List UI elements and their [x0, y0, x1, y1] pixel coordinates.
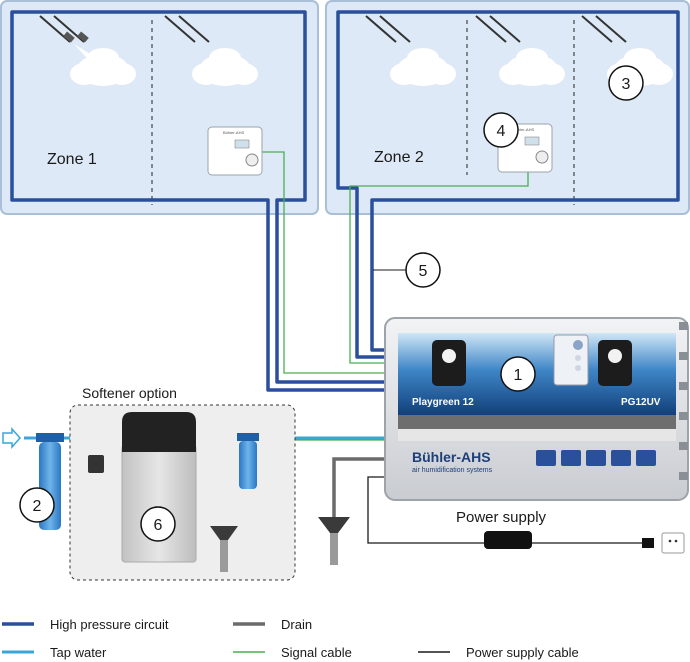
softener-option: Softener option	[69, 385, 296, 581]
nozzle-icon	[475, 15, 521, 43]
svg-text:Tap water: Tap water	[50, 645, 107, 660]
unit-model-left: Playgreen 12	[412, 397, 474, 408]
legend-item-drain: Drain	[233, 617, 312, 632]
inlet-arrow-icon	[2, 427, 22, 449]
zone-1-room: Zone 1	[0, 0, 319, 215]
zone-1-label: Zone 1	[47, 151, 97, 168]
svg-text:6: 6	[154, 517, 163, 534]
nozzle-icon	[39, 15, 89, 43]
side-connectors	[679, 322, 688, 480]
svg-text:3: 3	[622, 76, 631, 93]
svg-text:High pressure circuit: High pressure circuit	[50, 617, 169, 632]
nozzle-icon	[164, 15, 210, 43]
legend-item-tap-water: Tap water	[2, 645, 107, 660]
pump-icon	[432, 340, 632, 386]
drain-funnel-icon	[210, 526, 238, 572]
callout-3: 3	[608, 65, 644, 101]
mist-cloud-icon	[192, 48, 258, 86]
water-softener-icon	[121, 412, 197, 563]
mist-cloud-icon	[499, 48, 565, 86]
svg-text:2: 2	[33, 498, 42, 515]
unit-brand: Bühler-AHS	[412, 449, 491, 465]
svg-text:1: 1	[514, 367, 523, 384]
power-supply-brick: Power supply	[456, 509, 547, 549]
humidifier-unit: Playgreen 12 PG12UV Bühler-AHS air humid…	[384, 317, 689, 501]
callout-5: 5	[405, 252, 441, 288]
humidistat-brand: Bühler-AHS	[223, 130, 244, 135]
svg-text:Power supply cable: Power supply cable	[466, 645, 579, 660]
unit-model-right: PG12UV	[621, 397, 661, 408]
legend-item-signal-cable: Signal cable	[233, 645, 352, 660]
nozzle-icon	[365, 15, 411, 43]
zone-2-room: Zone 2	[325, 0, 690, 215]
svg-text:5: 5	[419, 263, 428, 280]
callout-4: 4	[483, 112, 519, 148]
humidistat-brand: Bühler-AHS	[513, 127, 534, 132]
mist-cloud-icon	[390, 48, 456, 86]
svg-text:Drain: Drain	[281, 617, 312, 632]
svg-text:4: 4	[497, 123, 506, 140]
nozzle-icon	[581, 15, 627, 43]
legend-item-high-pressure: High pressure circuit	[2, 617, 169, 632]
legend-item-power-cable: Power supply cable	[418, 645, 579, 660]
drain-funnel-icon	[318, 517, 350, 565]
control-panel-icon	[553, 334, 589, 386]
zone-2-label: Zone 2	[374, 149, 424, 166]
high-pressure-circuit	[10, 10, 680, 392]
function-icons	[536, 450, 656, 466]
unit-brand-sub: air humidification systems	[412, 467, 493, 474]
water-filter-icon	[237, 433, 259, 489]
legend: High pressure circuit Tap water Drain Si…	[2, 617, 579, 660]
svg-text:Signal cable: Signal cable	[281, 645, 352, 660]
wall-plug-icon	[642, 532, 685, 554]
softener-label: Softener option	[82, 385, 177, 401]
callout-2: 2	[19, 487, 55, 523]
mist-cloud-icon	[70, 44, 136, 86]
power-supply-label: Power supply	[456, 509, 547, 526]
power-adapter-icon	[88, 455, 104, 473]
callout-1: 1	[500, 356, 536, 392]
humidistat-zone-1: Bühler-AHS	[207, 126, 263, 176]
callout-6: 6	[140, 506, 176, 542]
